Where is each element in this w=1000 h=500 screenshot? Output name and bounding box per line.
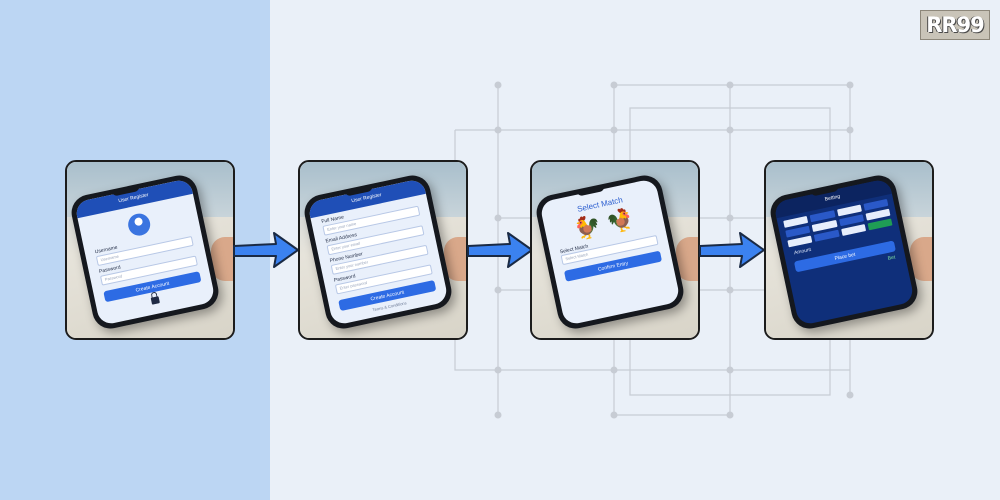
hand-image [444, 237, 466, 281]
phone-mockup: User Register Full Name Enter your name … [301, 172, 455, 332]
step-card-betting: Betting Amount Place bet Bet [764, 160, 934, 340]
hand-image [676, 237, 698, 281]
hand-image [211, 237, 233, 281]
phone-mockup: Select Match 🐓 🐓 Select Match Select Mat… [533, 172, 687, 332]
brand-logo-text: RR99 [926, 13, 985, 37]
phone-mockup: User Register Username Username Password… [68, 172, 222, 332]
hand-image [910, 237, 932, 281]
rooster-icon: 🐓 [604, 205, 637, 236]
phone-screen: User Register Full Name Enter your name … [307, 178, 449, 326]
arrow-icon [233, 232, 299, 268]
phone-screen: User Register Username Username Password… [74, 178, 216, 326]
phone-mockup: Betting Amount Place bet Bet [767, 172, 921, 332]
brand-logo: RR99 [920, 10, 990, 40]
arrow-icon [699, 232, 765, 268]
bet-option[interactable] [787, 235, 813, 248]
step-card-login: User Register Username Username Password… [65, 160, 235, 340]
lock-icon [150, 296, 160, 305]
bet-option[interactable] [814, 229, 840, 242]
avatar-icon [126, 211, 153, 238]
step-card-register: User Register Full Name Enter your name … [298, 160, 468, 340]
arrow-icon [467, 232, 533, 268]
phone-screen: Betting Amount Place bet Bet [773, 178, 915, 326]
rooster-icon: 🐓 [571, 212, 604, 243]
step-card-select-match: Select Match 🐓 🐓 Select Match Select Mat… [530, 160, 700, 340]
bet-option[interactable] [840, 224, 866, 237]
phone-screen: Select Match 🐓 🐓 Select Match Select Mat… [539, 178, 681, 326]
bet-option[interactable] [867, 218, 893, 231]
